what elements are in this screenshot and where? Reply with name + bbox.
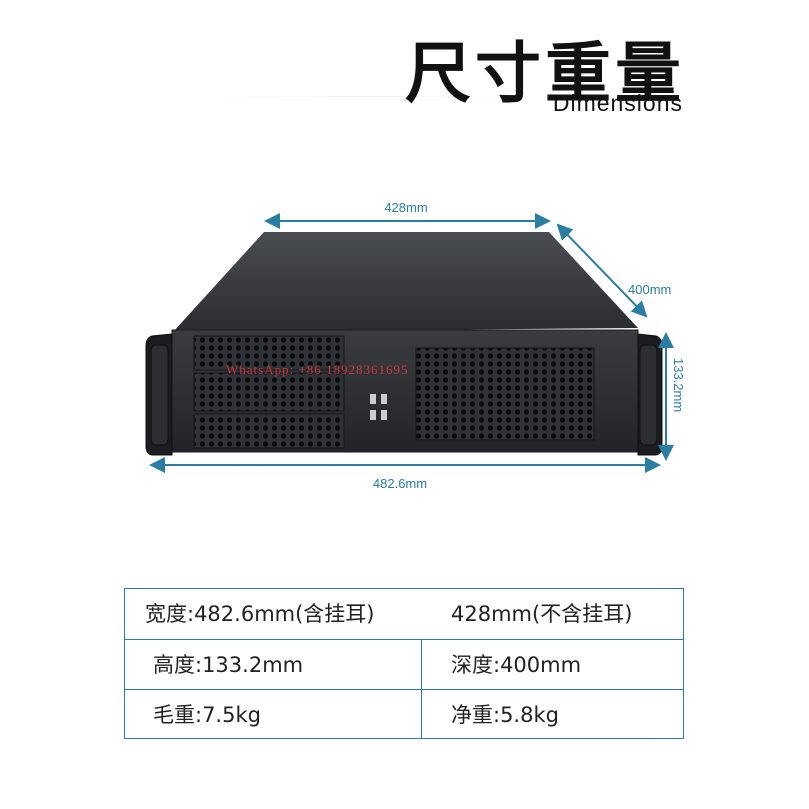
spec-height: 高度:133.2mm [153, 653, 304, 677]
usb-port [370, 410, 376, 420]
page-subtitle: Dimensions [552, 90, 683, 116]
front-vent [415, 347, 595, 441]
spec-column-divider [421, 639, 422, 739]
spec-row: 高度:133.2mm 深度:400mm [125, 640, 683, 690]
spec-gross-weight: 毛重:7.5kg [153, 703, 261, 727]
right-handle [639, 344, 658, 446]
drive-bay-2 [193, 372, 345, 412]
spec-net-weight: 净重:5.8kg [451, 703, 559, 727]
usb-port [370, 394, 376, 404]
spec-row: 毛重:7.5kg 净重:5.8kg [125, 690, 683, 740]
dimension-arrow-depth [556, 223, 648, 318]
left-handle [150, 344, 169, 446]
dimension-label-height: 133.2mm [671, 358, 686, 412]
drive-bay-1 [193, 335, 345, 371]
spec-row: 宽度:482.6mm(含挂耳) 428mm(不含挂耳) [125, 589, 683, 639]
dimension-label-bottom-width: 482.6mm [373, 476, 427, 491]
page-title: 尺寸重量 [405, 35, 685, 112]
spec-width-incl-ears: 宽度:482.6mm(含挂耳) [145, 602, 375, 626]
dimension-label-depth: 400mm [628, 282, 671, 297]
spec-divider [125, 689, 683, 690]
spec-depth: 深度:400mm [451, 653, 582, 677]
spec-table: 宽度:482.6mm(含挂耳) 428mm(不含挂耳) 高度:133.2mm 深… [124, 588, 684, 739]
watermark-text: WhatsApp: +86 18928361695 [226, 362, 409, 377]
spec-width-excl-ears: 428mm(不含挂耳) [451, 602, 633, 626]
usb-port [381, 410, 387, 420]
spec-divider [125, 639, 683, 640]
chassis-top [173, 232, 638, 332]
usb-port [381, 394, 387, 404]
decorative-divider [200, 96, 520, 97]
drive-bay-3 [193, 413, 345, 449]
dimension-label-top-width: 428mm [384, 200, 427, 215]
